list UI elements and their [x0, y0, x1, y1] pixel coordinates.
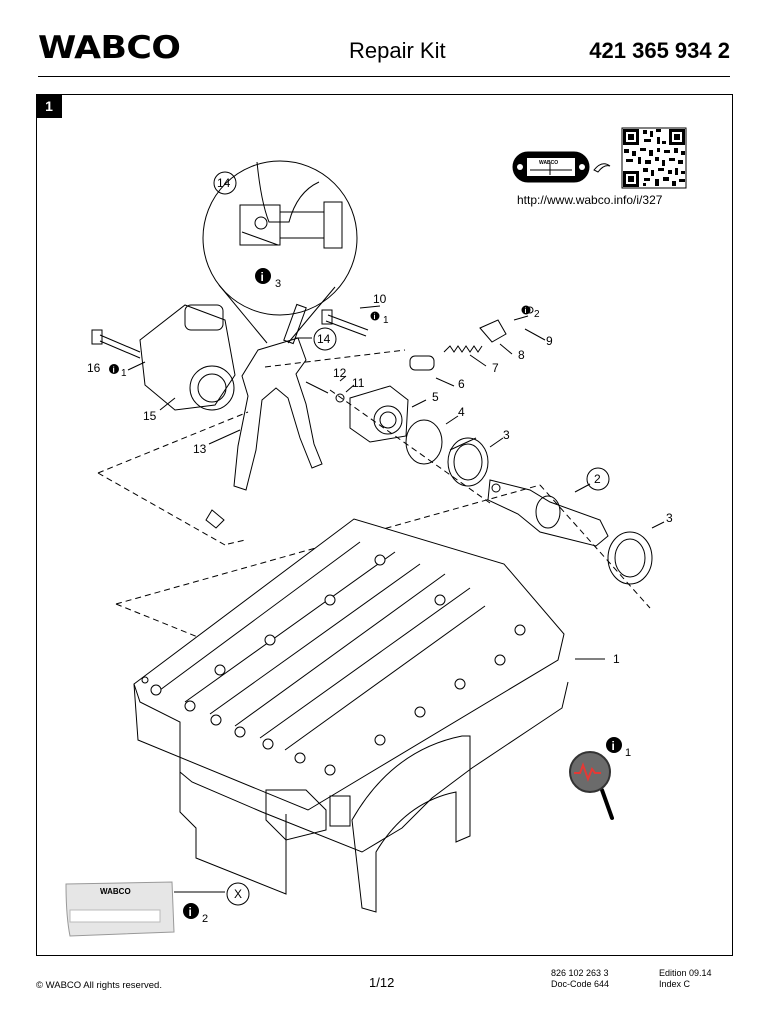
bolt-16: [91, 329, 141, 359]
piston-2: [487, 479, 609, 547]
svg-text:i: i: [612, 739, 615, 753]
footer-copyright: © WABCO All rights reserved.: [36, 980, 162, 991]
footer-edition: Edition 09.14: [659, 968, 712, 978]
svg-text:i: i: [189, 905, 192, 919]
kit-packet: [65, 881, 175, 937]
footer-doc-number: 826 102 263 3: [551, 968, 609, 978]
callout-7: 7: [492, 361, 499, 375]
bushing-3b: [607, 531, 653, 585]
info-icon-16: i: [109, 364, 119, 375]
info-note-16: 1: [121, 368, 127, 379]
info-icon-9: i: [521, 305, 531, 315]
diagnostic-magnifier-icon: [569, 751, 614, 820]
callout-1: 1: [613, 652, 620, 666]
qr-code-icon[interactable]: [621, 127, 687, 189]
callout-9: 9: [546, 334, 553, 348]
info-icon-i3: i: [255, 268, 271, 284]
info-icon-kit: i: [183, 903, 199, 919]
footer-doc-code: Doc-Code 644: [551, 979, 610, 989]
info-icon-10: i: [370, 311, 380, 321]
part-number: 421 365 934 2: [589, 38, 730, 63]
detail-magnifier-circle: [202, 160, 358, 344]
callout-2: 2: [594, 472, 601, 486]
footer-edition-info: Edition 09.14 Index C: [659, 968, 712, 990]
callout-circle-2: [586, 467, 610, 491]
callout-circle-14a: [213, 171, 237, 195]
callout-6: 6: [458, 377, 465, 391]
footer-page-number: 1/12: [369, 975, 395, 990]
drawing-frame: [36, 94, 733, 956]
header-rule: [38, 76, 730, 77]
qr-tag-brand: WABCO: [539, 160, 558, 166]
callout-10: 10: [373, 292, 387, 306]
page-badge: 1: [36, 94, 62, 118]
oring-4: [405, 419, 443, 465]
page-title: Repair Kit: [349, 38, 446, 63]
kit-packet-brand: WABCO: [100, 887, 131, 896]
callout-circle-14b: [313, 327, 337, 351]
info-icon-main: i: [606, 737, 622, 753]
callout-x: X: [234, 887, 242, 901]
exploded-view-drawing: WABCO: [65, 127, 687, 937]
callout-14b: 14: [317, 332, 331, 346]
callout-12: 12: [333, 366, 347, 380]
callout-13: 13: [193, 442, 207, 456]
footer-doc-info: 826 102 263 3 Doc-Code 644: [551, 968, 609, 990]
info-note-10: 1: [383, 315, 389, 326]
callout-8: 8: [518, 348, 525, 362]
bushing-3a: [447, 437, 489, 487]
info-note-3: 3: [275, 278, 281, 290]
svg-text:i: i: [261, 270, 264, 284]
qr-tag-icon: [512, 151, 590, 183]
leader-lines: [127, 305, 665, 893]
callout-15: 15: [143, 409, 157, 423]
callout-circle-x: [226, 882, 250, 906]
info-note-main: 1: [625, 747, 631, 759]
valve-body-1: [133, 518, 569, 913]
callout-4: 4: [458, 405, 465, 419]
callout-11: 11: [352, 376, 365, 390]
small-parts-12-11: [305, 381, 345, 403]
link-arrow-icon: [593, 163, 611, 173]
bolt-10: [321, 309, 369, 337]
callout-16: 16: [87, 361, 101, 375]
svg-text:i: i: [525, 308, 527, 315]
svg-text:i: i: [113, 366, 115, 375]
spring-parts-6-7-8-9: [409, 306, 534, 371]
callout-5: 5: [432, 390, 439, 404]
fork-assembly: [205, 303, 323, 529]
callout-3a: 3: [503, 428, 510, 442]
svg-text:i: i: [374, 314, 376, 321]
footer-index: Index C: [659, 979, 691, 989]
info-note-9: 2: [534, 309, 540, 320]
info-note-kit: 2: [202, 913, 208, 925]
actuator-housing-15: [139, 304, 236, 411]
callout-3b: 3: [666, 511, 673, 525]
wabco-logo: WABCO: [38, 30, 181, 66]
flange-5: [349, 385, 409, 443]
callout-14a: 14: [217, 176, 231, 190]
qr-url-link[interactable]: http://www.wabco.info/i/327: [517, 193, 663, 207]
